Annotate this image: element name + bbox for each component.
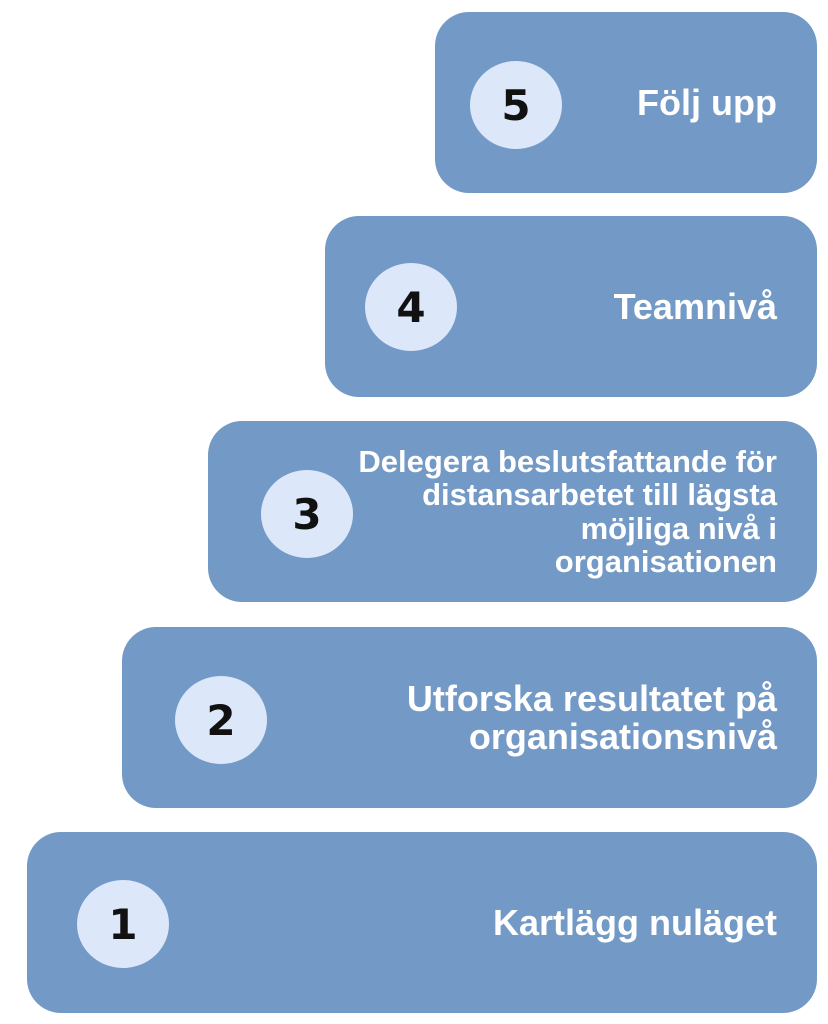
step-label: Delegera beslutsfattande för distansarbe… — [358, 443, 777, 579]
step-number-badge: 1 — [77, 880, 169, 968]
step-3: 3 Delegera beslutsfattande för distansar… — [208, 421, 817, 602]
step-number-badge: 3 — [261, 470, 353, 558]
step-4: 4 Teamnivå — [325, 216, 817, 397]
step-label: Följ upp — [637, 81, 777, 123]
step-2: 2 Utforska resultatet på organisationsni… — [122, 627, 817, 808]
step-label: Teamnivå — [613, 285, 777, 327]
step-number-badge: 2 — [175, 676, 267, 764]
step-1: 1 Kartlägg nuläget — [27, 832, 817, 1013]
step-5: 5 Följ upp — [435, 12, 817, 193]
step-number-badge: 4 — [365, 263, 457, 351]
step-label: Utforska resultatet på organisationsnivå — [406, 677, 777, 757]
step-label: Kartlägg nuläget — [492, 901, 777, 943]
step-number-badge: 5 — [470, 61, 562, 149]
